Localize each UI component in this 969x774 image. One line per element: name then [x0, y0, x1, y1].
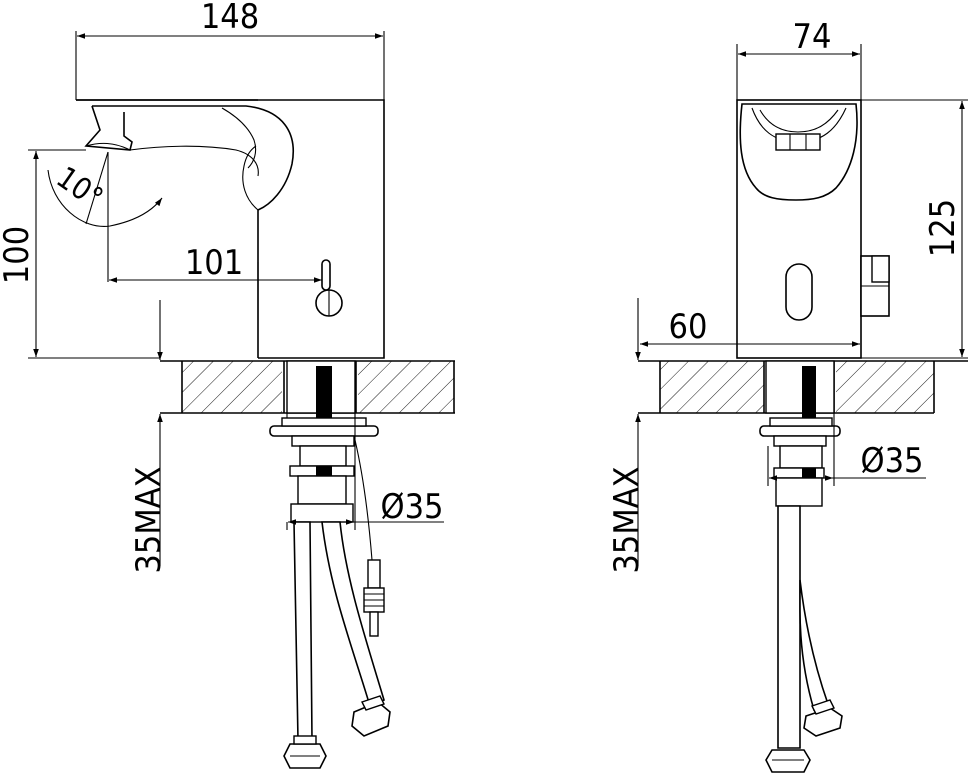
side-thickness-dim: 35MAX: [607, 466, 647, 573]
front-faucet-body: [75, 31, 385, 359]
front-side-lever: [315, 259, 343, 317]
side-faucet-body: [736, 44, 968, 359]
front-view: 148 100 10° 101 35MAX Ø35: [0, 0, 455, 769]
side-mounting-shank: [759, 360, 841, 507]
front-thickness-dim: 35MAX: [129, 466, 169, 573]
front-height-dim: 100: [0, 226, 37, 284]
front-flex-hoses: [283, 521, 391, 769]
front-countertop: [160, 360, 455, 414]
side-view: 74 125 60 35MAX Ø35: [607, 17, 968, 773]
front-width-dim: 148: [201, 0, 259, 37]
front-angle-dim: 10°: [50, 160, 109, 216]
side-width-dim: 74: [793, 17, 832, 57]
front-dimensions: 148 100 10° 101 35MAX Ø35: [0, 0, 444, 574]
side-countertop: [638, 360, 968, 414]
side-hole-dim: Ø35: [861, 441, 924, 481]
front-reach-dim: 101: [185, 243, 243, 283]
side-base-dim: 60: [669, 307, 708, 347]
side-height-dim: 125: [923, 199, 963, 257]
front-mounting-shank: [269, 360, 385, 637]
front-hole-dim: Ø35: [381, 487, 444, 527]
side-flex-hoses: [765, 505, 843, 773]
side-dimensions: 74 125 60 35MAX Ø35: [607, 17, 968, 574]
